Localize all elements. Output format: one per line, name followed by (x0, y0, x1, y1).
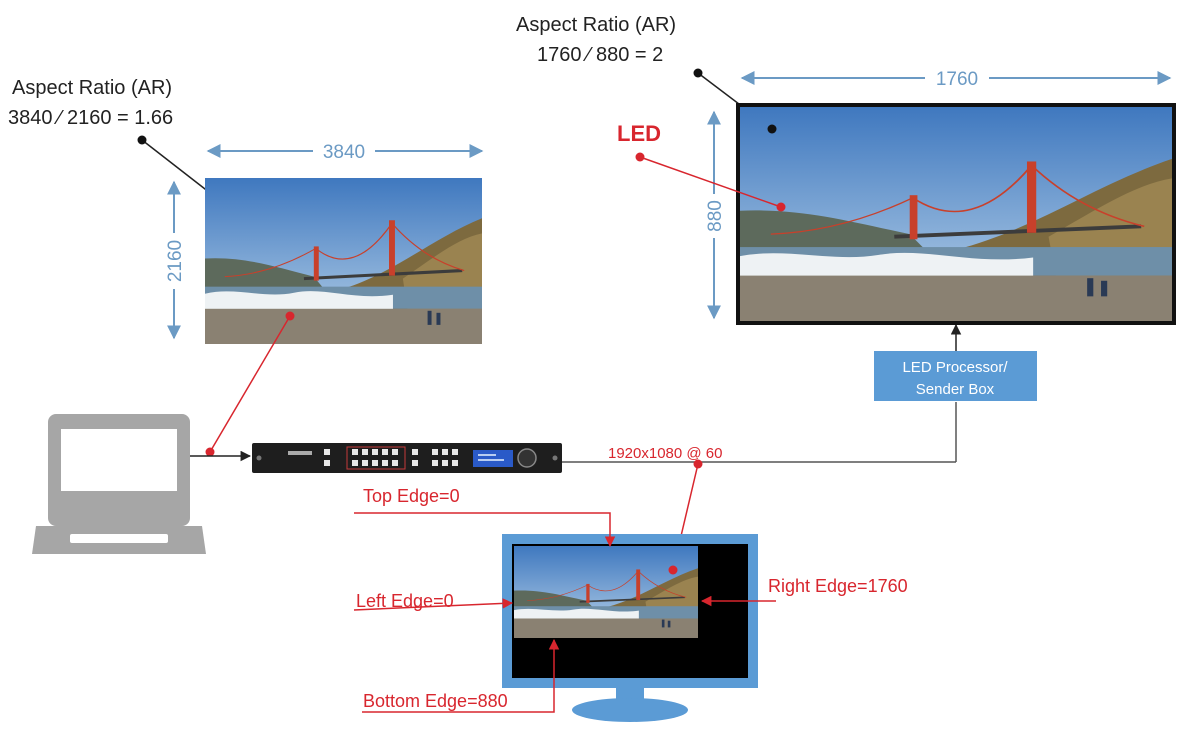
led-label-dot-end (776, 202, 786, 212)
laptop-icon (32, 414, 206, 554)
led-height-label-bg (702, 194, 726, 238)
led-ar-leader-dot-end (767, 124, 777, 134)
monitor-signal-dot (668, 565, 678, 575)
source-width-label: 3840 (323, 142, 365, 163)
monitor-beach-photo (514, 546, 698, 638)
source-ar-leader-line (141, 139, 215, 197)
led-label: LED (617, 121, 661, 146)
laptop-output-dot (205, 447, 215, 457)
source-width-label-bg (313, 140, 375, 162)
signal-format-label: 1920x1080 @ 60 (608, 445, 723, 462)
source-beach-photo (205, 178, 482, 344)
led-processor-label-line2: Sender Box (916, 381, 995, 398)
right-edge-label: Right Edge=1760 (768, 576, 908, 596)
source-ar-formula: 3840 ⁄ 2160 = 1.66 (8, 107, 173, 129)
led-processor-box (874, 351, 1037, 401)
source-ar-title: Aspect Ratio (AR) (12, 77, 172, 99)
led-beach-photo (740, 107, 1172, 321)
bottom-edge-arrow (362, 638, 560, 713)
led-width-label-bg (925, 67, 989, 89)
video-processor-unit (252, 443, 562, 473)
left-edge-arrow (353, 598, 514, 611)
led-label-leader-line (639, 156, 782, 208)
led-ar-leader-dot-start (693, 68, 703, 78)
top-edge-label: Top Edge=0 (363, 486, 460, 506)
source-ar-leader-dot-start (137, 135, 147, 145)
led-width-label: 1760 (936, 69, 978, 90)
source-height-label: 2160 (165, 240, 186, 282)
led-processor-label-line1: LED Processor/ (902, 359, 1008, 376)
bottom-edge-label: Bottom Edge=880 (363, 691, 508, 711)
led-height-label: 880 (705, 200, 726, 232)
laptop-to-photo-line (209, 315, 291, 453)
source-height-label-bg (162, 233, 186, 289)
led-ar-formula: 1760 ⁄ 880 = 2 (537, 44, 663, 66)
led-ar-title: Aspect Ratio (AR) (516, 14, 676, 36)
top-edge-arrow (354, 512, 616, 548)
